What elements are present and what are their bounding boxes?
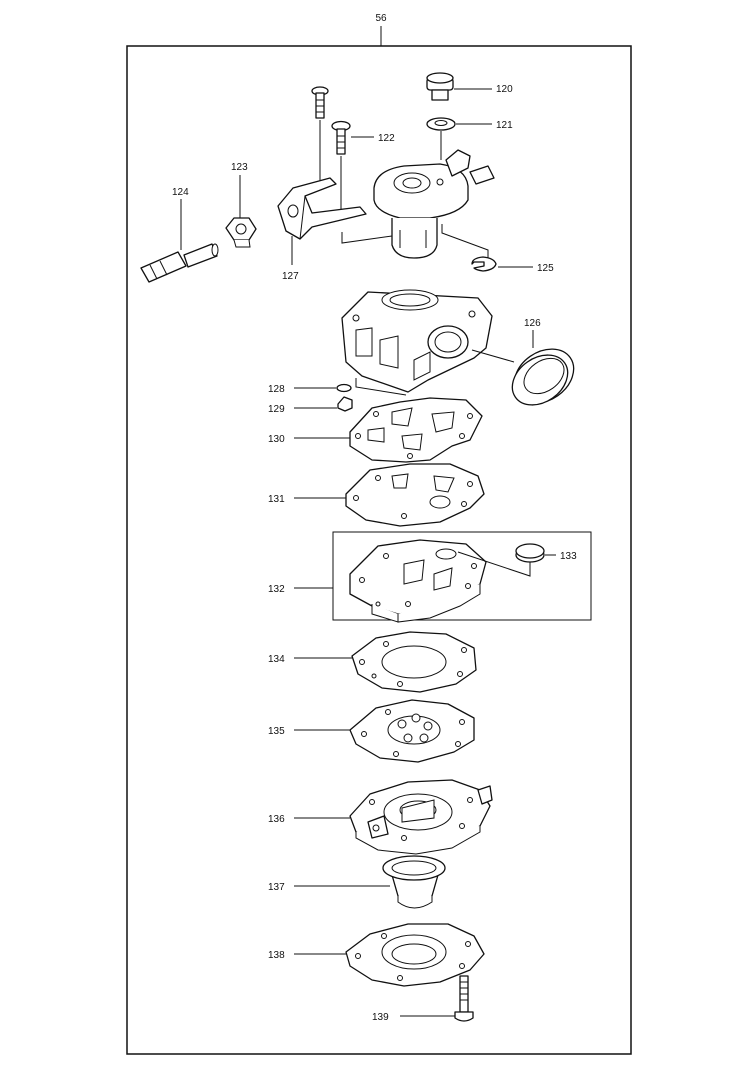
part-122-screw[interactable] bbox=[331, 120, 351, 155]
label-134: 134 bbox=[268, 654, 285, 665]
part-132-box bbox=[332, 531, 592, 621]
label-136: 136 bbox=[268, 814, 285, 825]
diagram-frame bbox=[126, 45, 632, 1055]
part-134-gasket[interactable] bbox=[351, 631, 477, 693]
label-129: 129 bbox=[268, 404, 285, 415]
part-131-gasket[interactable] bbox=[345, 463, 485, 527]
part-138-retainer-plate[interactable] bbox=[345, 923, 485, 987]
part-129-plug[interactable] bbox=[337, 396, 353, 412]
label-130: 130 bbox=[268, 434, 285, 445]
part-130-gasket[interactable] bbox=[349, 397, 483, 463]
label-139: 139 bbox=[372, 1012, 389, 1023]
part-133-filter-screen[interactable] bbox=[515, 543, 545, 563]
label-126: 126 bbox=[524, 318, 541, 329]
part-123-hex-nut[interactable] bbox=[225, 217, 257, 248]
part-132-pump-body[interactable] bbox=[349, 539, 487, 623]
part-135-diaphragm[interactable] bbox=[349, 699, 475, 763]
label-124: 124 bbox=[172, 187, 189, 198]
part-124-stud[interactable] bbox=[140, 243, 219, 283]
bracket-screw bbox=[311, 86, 329, 119]
label-120: 120 bbox=[496, 84, 513, 95]
part-136-pump-cover[interactable] bbox=[349, 779, 493, 855]
label-132: 132 bbox=[268, 584, 285, 595]
label-125: 125 bbox=[537, 263, 554, 274]
part-139-screw[interactable] bbox=[454, 975, 474, 1022]
assembly-number-label: 56 bbox=[375, 13, 387, 24]
label-138: 138 bbox=[268, 950, 285, 961]
label-131: 131 bbox=[268, 494, 285, 505]
label-127: 127 bbox=[282, 271, 299, 282]
label-135: 135 bbox=[268, 726, 285, 737]
carburetor-body bbox=[341, 289, 493, 393]
label-137: 137 bbox=[268, 882, 285, 893]
part-121-washer[interactable] bbox=[426, 117, 456, 131]
label-128: 128 bbox=[268, 384, 285, 395]
label-121: 121 bbox=[496, 120, 513, 131]
label-123: 123 bbox=[231, 162, 248, 173]
part-125-e-clip[interactable] bbox=[471, 256, 497, 272]
part-126-seal-ring[interactable] bbox=[503, 338, 584, 415]
part-127-bracket[interactable] bbox=[277, 177, 367, 240]
part-137-primer-bulb[interactable] bbox=[382, 855, 446, 909]
part-120-cap-screw[interactable] bbox=[426, 72, 454, 101]
part-128-o-ring[interactable] bbox=[336, 383, 352, 393]
label-122: 122 bbox=[378, 133, 395, 144]
label-133: 133 bbox=[560, 551, 577, 562]
throttle-shaft-assembly bbox=[373, 149, 495, 259]
